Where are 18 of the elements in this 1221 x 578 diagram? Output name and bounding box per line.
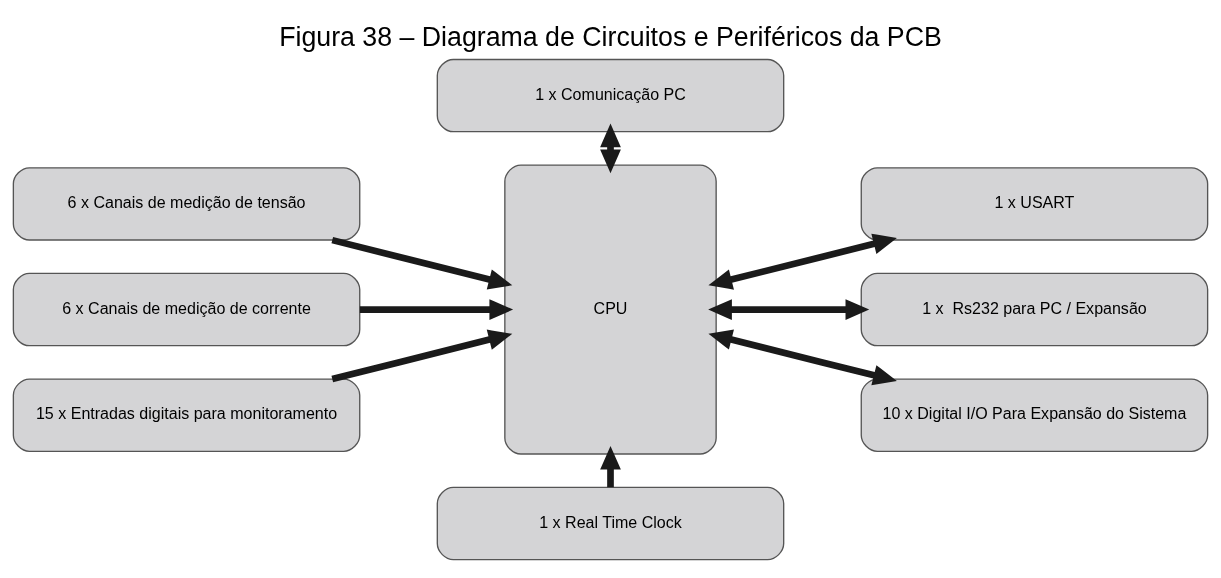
node-box: 15 x Entradas digitais para monitoramento [12,377,361,452]
arrow [600,123,621,173]
arrow [708,298,870,320]
node-box: CPU [504,163,717,455]
node-box: 6 x Canais de medição de tensão [12,166,361,241]
arrow [600,445,621,487]
arrow [359,298,514,320]
arrow [708,329,897,385]
node-box: 1 x Rs232 para PC / Expansão [860,272,1209,346]
arrow [331,329,513,382]
node-box: 6 x Canais de medição de corrente [12,272,361,346]
node-box: 10 x Digital I/O Para Expansão do Sistema [860,377,1209,452]
node-box: 1 x Comunicação PC [436,58,785,132]
arrow [708,233,897,290]
diagram-title: Figura 38 – Diagrama de Circuitos e Periféricos da PCB [279,21,942,52]
arrow [331,236,513,290]
node-box: 1 x Real Time Clock [436,486,785,560]
node-box: 1 x USART [860,166,1209,241]
